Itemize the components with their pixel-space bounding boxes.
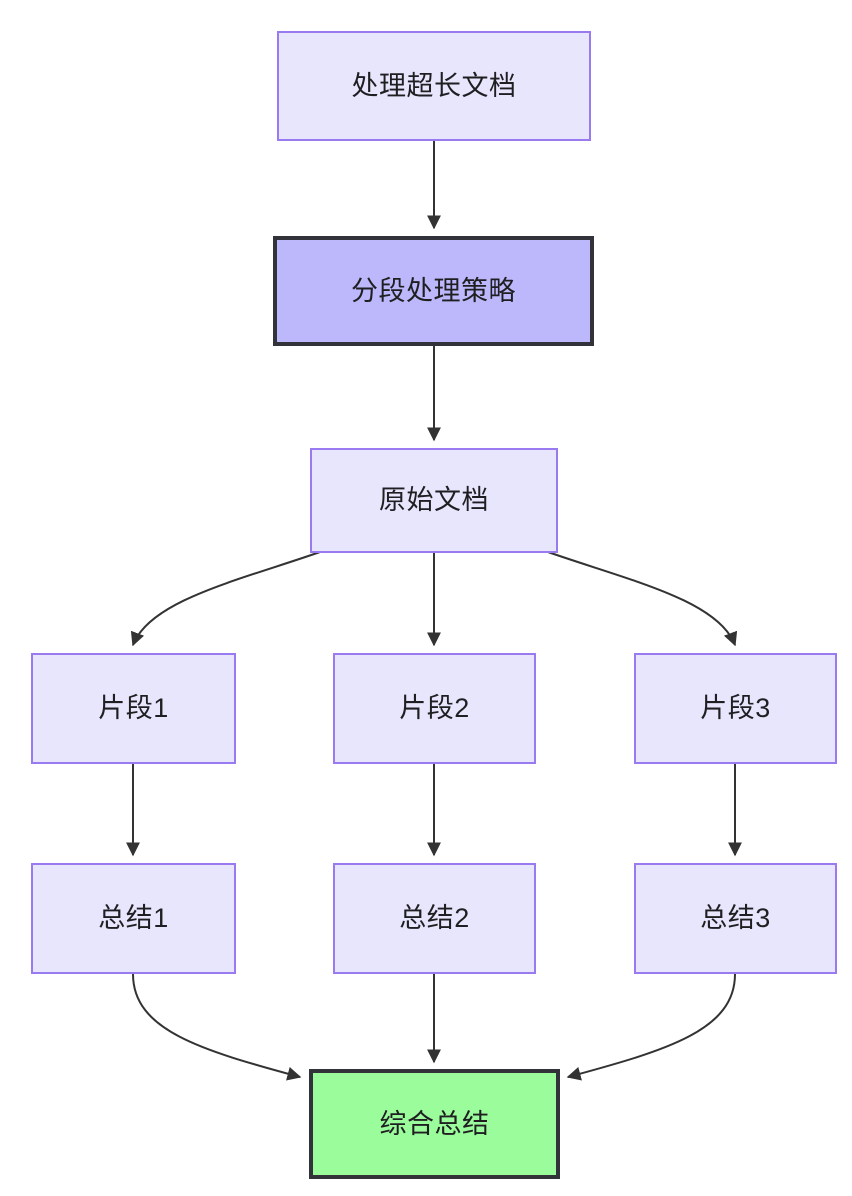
edge-n3-n4 bbox=[130, 551, 321, 647]
node-label: 片段3 bbox=[700, 693, 771, 724]
node-label: 片段2 bbox=[399, 693, 470, 724]
node-label: 总结3 bbox=[700, 903, 771, 934]
node-original-document[interactable]: 原始文档 bbox=[310, 448, 558, 553]
node-label: 片段1 bbox=[98, 693, 169, 724]
node-label: 分段处理策略 bbox=[351, 275, 516, 306]
node-fragment-2[interactable]: 片段2 bbox=[333, 653, 536, 764]
node-label: 综合总结 bbox=[379, 1108, 490, 1139]
node-fragment-3[interactable]: 片段3 bbox=[634, 653, 837, 764]
node-label: 总结1 bbox=[98, 903, 169, 934]
node-label: 总结2 bbox=[399, 903, 470, 934]
node-summary-2[interactable]: 总结2 bbox=[333, 863, 536, 974]
node-label: 原始文档 bbox=[379, 485, 489, 516]
node-comprehensive-summary[interactable]: 综合总结 bbox=[309, 1069, 560, 1179]
node-summary-3[interactable]: 总结3 bbox=[634, 863, 837, 974]
edge-n7-n10 bbox=[132, 973, 302, 1081]
node-fragment-1[interactable]: 片段1 bbox=[31, 653, 236, 764]
node-process-long-document[interactable]: 处理超长文档 bbox=[277, 31, 591, 141]
edge-n9-n10 bbox=[566, 973, 736, 1081]
node-label: 处理超长文档 bbox=[351, 70, 517, 101]
node-summary-1[interactable]: 总结1 bbox=[31, 863, 236, 974]
node-chunking-strategy[interactable]: 分段处理策略 bbox=[273, 236, 594, 346]
edge-n3-n6 bbox=[547, 551, 738, 647]
